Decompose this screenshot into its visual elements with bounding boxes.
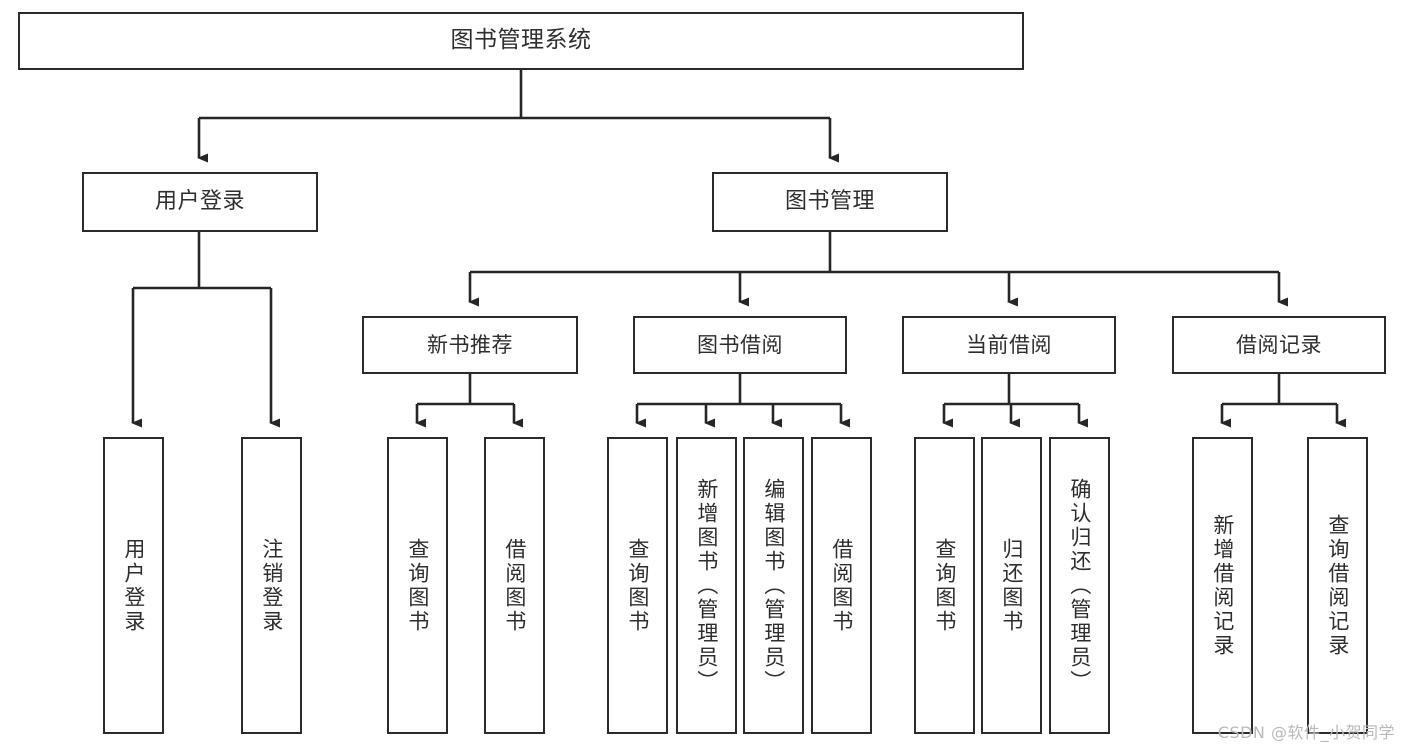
node-user-login[interactable]: 用户登录 xyxy=(82,172,318,232)
node-leaf-borrow-book-2[interactable]: 借阅图书 xyxy=(811,437,872,734)
node-leaf-query-book-2[interactable]: 查询图书 xyxy=(607,437,668,734)
node-root[interactable]: 图书管理系统 xyxy=(18,12,1024,70)
node-leaf-confirm-return[interactable]: 确认归还（管理员） xyxy=(1049,437,1110,734)
node-leaf-add-record-label: 新增借阅记录 xyxy=(1210,513,1235,658)
node-leaf-query-book-1-label: 查询图书 xyxy=(405,537,430,634)
node-leaf-add-book-label: 新增图书（管理员） xyxy=(694,477,719,694)
node-leaf-query-record-label: 查询借阅记录 xyxy=(1325,513,1350,658)
node-leaf-borrow-book-1-label: 借阅图书 xyxy=(502,537,527,634)
node-borrow-record[interactable]: 借阅记录 xyxy=(1172,316,1386,374)
csdn-watermark: CSDN @软件_小贺同学 xyxy=(1217,723,1395,742)
node-leaf-query-book-2-label: 查询图书 xyxy=(625,537,650,634)
node-user-login-label: 用户登录 xyxy=(154,189,245,215)
node-leaf-query-record[interactable]: 查询借阅记录 xyxy=(1307,437,1368,734)
node-current-borrow-label: 当前借阅 xyxy=(966,332,1052,357)
node-leaf-query-book-3[interactable]: 查询图书 xyxy=(914,437,975,734)
node-leaf-add-record[interactable]: 新增借阅记录 xyxy=(1192,437,1253,734)
node-leaf-return-book[interactable]: 归还图书 xyxy=(981,437,1042,734)
node-leaf-return-book-label: 归还图书 xyxy=(999,537,1024,634)
node-root-label: 图书管理系统 xyxy=(450,27,592,54)
node-leaf-query-book-3-label: 查询图书 xyxy=(932,537,957,634)
node-book-manage-label: 图书管理 xyxy=(784,189,875,215)
node-leaf-confirm-return-label: 确认归还（管理员） xyxy=(1067,477,1092,694)
node-leaf-user-logout-label: 注销登录 xyxy=(259,537,284,634)
node-borrow-record-label: 借阅记录 xyxy=(1236,332,1322,357)
node-book-manage[interactable]: 图书管理 xyxy=(712,172,948,232)
node-leaf-edit-book-label: 编辑图书（管理员） xyxy=(761,477,786,694)
node-current-borrow[interactable]: 当前借阅 xyxy=(902,316,1116,374)
node-new-book-recommend[interactable]: 新书推荐 xyxy=(362,316,578,374)
node-leaf-query-book-1[interactable]: 查询图书 xyxy=(387,437,448,734)
node-leaf-user-login-label: 用户登录 xyxy=(121,537,146,634)
node-leaf-add-book[interactable]: 新增图书（管理员） xyxy=(676,437,737,734)
node-leaf-user-login[interactable]: 用户登录 xyxy=(103,437,164,734)
node-leaf-borrow-book-1[interactable]: 借阅图书 xyxy=(484,437,545,734)
node-leaf-user-logout[interactable]: 注销登录 xyxy=(241,437,302,734)
node-book-borrow-label: 图书借阅 xyxy=(697,332,783,357)
node-leaf-edit-book[interactable]: 编辑图书（管理员） xyxy=(743,437,804,734)
node-leaf-borrow-book-2-label: 借阅图书 xyxy=(829,537,854,634)
node-book-borrow[interactable]: 图书借阅 xyxy=(633,316,847,374)
node-new-book-recommend-label: 新书推荐 xyxy=(427,332,513,357)
